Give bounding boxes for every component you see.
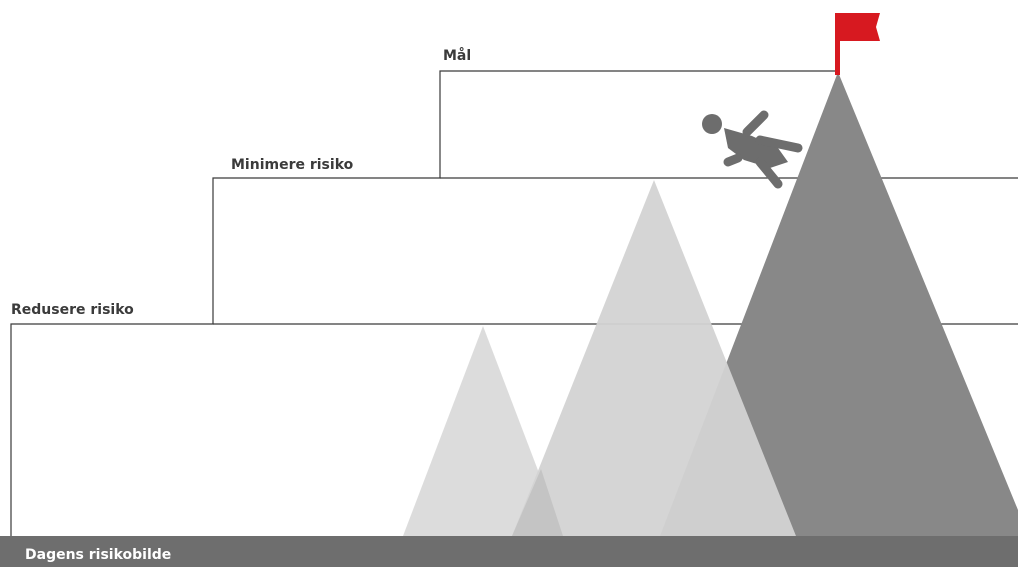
- step-label-reduce: Redusere risiko: [11, 302, 134, 318]
- falling-person-icon: [702, 114, 798, 184]
- ground-label: Dagens risikobilde: [25, 547, 171, 563]
- step-label-minimize: Minimere risiko: [231, 157, 354, 173]
- flag-icon: [835, 13, 880, 75]
- step-label-goal: Mål: [443, 47, 471, 64]
